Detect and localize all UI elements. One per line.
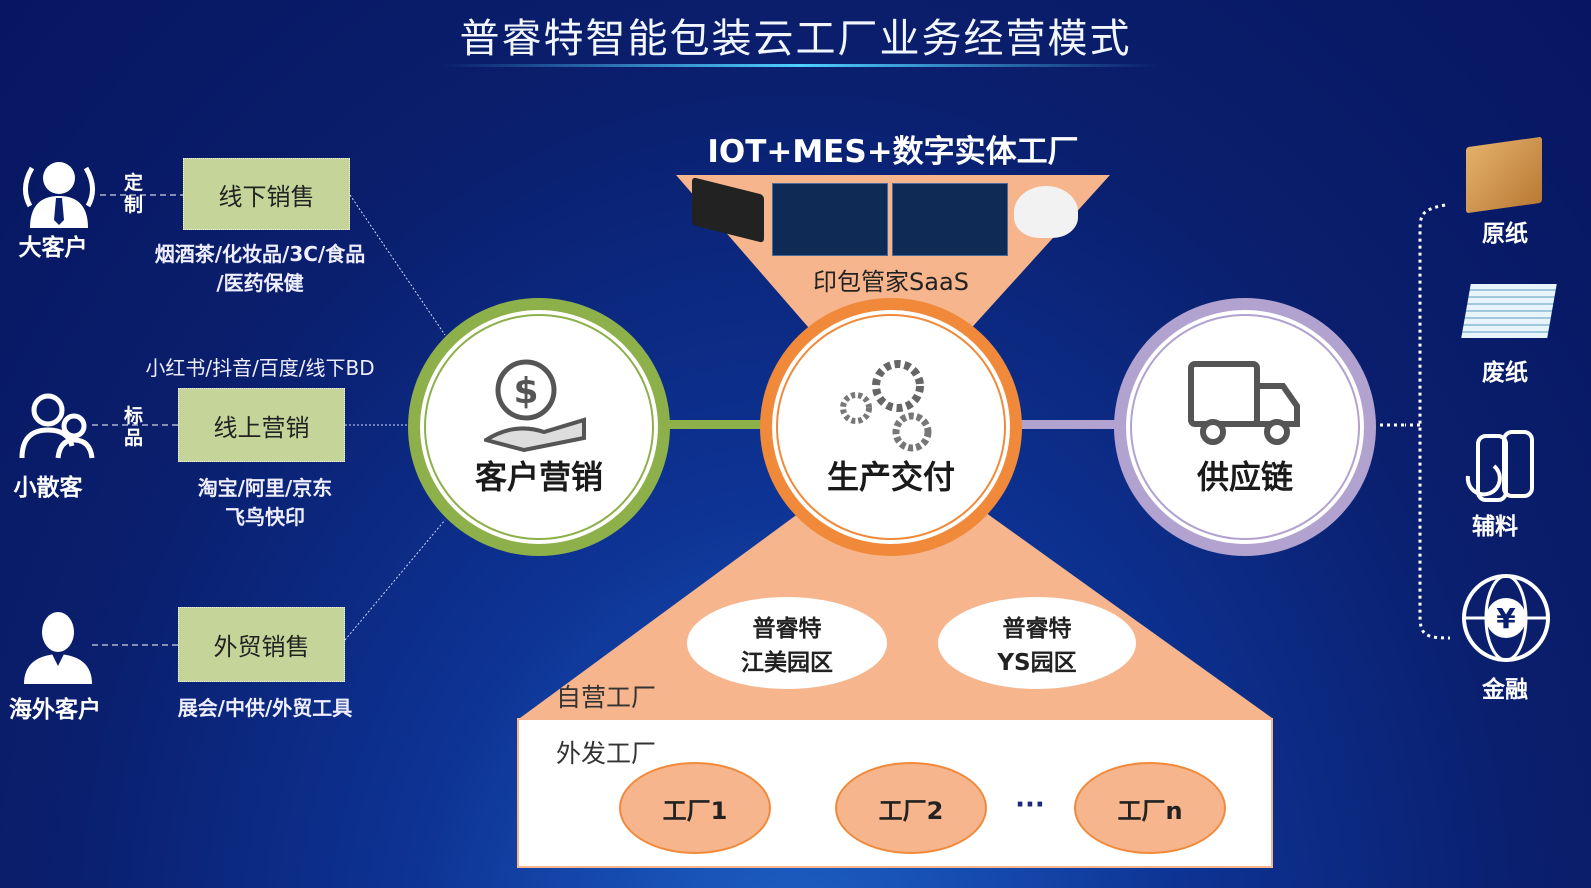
money-hand-icon: $ [484,359,586,452]
customer-tag: 标品 [124,405,144,449]
saas-label: 印包管家SaaS [813,268,969,296]
circle-label: 供应链 [1196,458,1293,496]
svg-text:¥: ¥ [1496,602,1516,635]
factory-oval: 工厂1 [619,762,771,854]
svg-text:$: $ [513,371,538,412]
supply-label: 金融 [1482,677,1528,703]
dashboard-screenshot [892,183,1008,256]
ellipsis: ··· [1015,790,1045,820]
iot-title: IOT+MES+数字实体工厂 [707,134,1079,170]
channel-box: 外贸销售 [178,607,345,682]
channel-top-desc: 小红书/抖音/百度/线下BD [145,356,375,380]
camera-icon [1014,186,1078,238]
title-underline [440,64,1160,67]
customer-label: 小散客 [13,475,83,501]
waste-paper-icon [1461,284,1557,338]
circle-label: 客户营销 [474,458,603,496]
channel-desc: 淘宝/阿里/京东飞鸟快印 [197,476,333,529]
channel-desc: 烟酒茶/化妆品/3C/食品/医药保健 [154,242,366,295]
supply-label: 废纸 [1482,360,1528,386]
group-icon [18,390,96,466]
factory-oval: 工厂n [1074,762,1226,854]
customer-tag: 定制 [124,172,144,216]
bottles-recycle-icon [1464,420,1546,508]
supply-label: 辅料 [1472,514,1518,540]
supply-circle: 供应链 [1114,298,1376,556]
truck-icon [1188,361,1300,445]
supply-label: 原纸 [1482,221,1528,247]
marketing-circle: $ 客户营销 [408,298,670,556]
customer-label: 大客户 [18,235,88,261]
outsourced-label: 外发工厂 [556,739,657,768]
channel-box: 线上营销 [178,388,345,462]
park-jiangmei: 普睿特江美园区 [687,597,887,689]
globe-yuan-icon: ¥ [1460,572,1552,668]
paper-box-icon [1466,136,1542,214]
factory-oval: 工厂2 [835,762,987,854]
own-factory-label: 自营工厂 [556,683,657,712]
female-person-icon [20,608,96,688]
production-circle: 生产交付 [760,298,1022,556]
gears-icon [840,360,932,452]
channel-box: 线下销售 [183,158,350,230]
channel-desc: 展会/中供/外贸工具 [177,696,353,720]
dashboard-screenshot [772,183,888,256]
customer-label: 海外客户 [9,697,101,723]
vip-person-icon [18,158,100,232]
page-title: 普睿特智能包装云工厂业务经营模式 [459,16,1132,62]
circle-label: 生产交付 [826,458,955,496]
